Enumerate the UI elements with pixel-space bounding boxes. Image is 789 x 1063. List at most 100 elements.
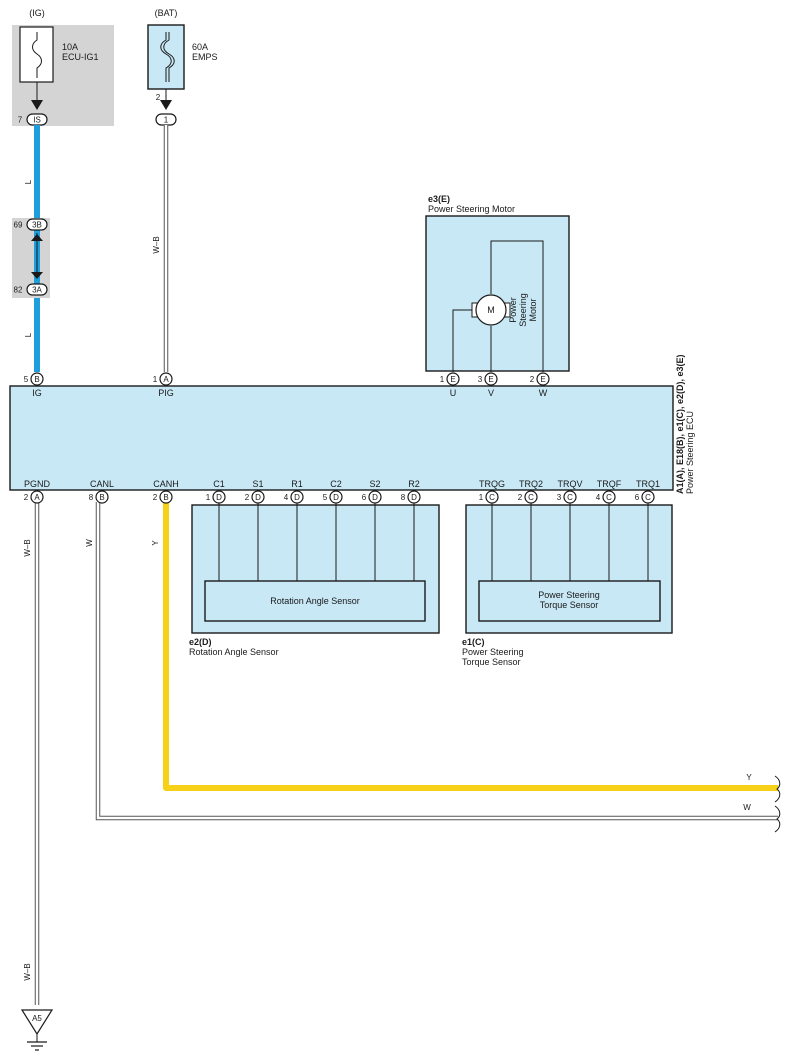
- bat-fuse-icon: [160, 32, 172, 82]
- pin-code: D: [411, 493, 417, 502]
- pin-terminal: [251, 490, 265, 504]
- power-steering-ecu: A1(A), E18(B), e1(C), e2(D), e3(E) Power…: [9, 354, 695, 494]
- pin-name: TRQG: [479, 479, 505, 489]
- pin-motor-w: E2W: [530, 372, 550, 398]
- pin-terminal: [30, 372, 44, 386]
- pin-name: CANH: [153, 479, 179, 489]
- rotation-sensor-connector-id: e2(D): [189, 637, 212, 647]
- pin-number: 6: [362, 493, 367, 502]
- bat-fuse-name: EMPS: [192, 52, 218, 62]
- pin-terminal: [95, 490, 109, 504]
- motor-name: Power Steering Motor: [428, 204, 515, 214]
- pin-motor-u: E1U: [440, 372, 460, 398]
- canh-wire-color: Y: [151, 540, 160, 546]
- motor-inner-label-3: Motor: [528, 298, 538, 321]
- torque-sensor-name-1: Power Steering: [462, 647, 524, 657]
- bus-y-label: Y: [746, 773, 752, 782]
- pin-terminal: [446, 372, 460, 386]
- pin-number: 4: [284, 493, 289, 502]
- pgnd-wire-color: W–B: [23, 539, 32, 556]
- pin-code: C: [528, 493, 534, 502]
- junction-lower-terminal: [26, 283, 48, 296]
- torque-sensor-inner-label-1: Power Steering: [538, 590, 600, 600]
- pin-number: 2: [24, 493, 29, 502]
- junction-lower-code: 3A: [32, 286, 42, 295]
- pin-name: C2: [330, 479, 342, 489]
- junction-lower-pin: 82: [14, 286, 23, 295]
- pin-code: D: [294, 493, 300, 502]
- ecu-box: [9, 385, 674, 491]
- pin-code: D: [333, 493, 339, 502]
- torque-sensor: Power Steering Torque Sensor e1(C) Power…: [462, 504, 673, 667]
- ground-triangle: [20, 1009, 54, 1036]
- pin-code: D: [255, 493, 261, 502]
- pin-name: W: [539, 388, 548, 398]
- pin-terminal: [290, 490, 304, 504]
- pin-name: TRQ1: [636, 479, 660, 489]
- junction-upper-pin: 69: [14, 221, 23, 230]
- pin-code: B: [34, 375, 39, 384]
- junction-upper-code: 3B: [32, 221, 42, 230]
- junction-connector: 3B 69 3A 82: [12, 218, 50, 298]
- pin-name: TRQF: [597, 479, 622, 489]
- pin-number: 3: [478, 375, 483, 384]
- rotation-sensor-element: [204, 580, 426, 622]
- motor-symbol: M: [487, 305, 495, 315]
- pin-name: U: [450, 388, 457, 398]
- pin-name: IG: [32, 388, 42, 398]
- power-steering-motor: e3(E) Power Steering Motor M Power Steer…: [425, 194, 570, 372]
- pin-terminal: [484, 372, 498, 386]
- pin-code: A: [34, 493, 40, 502]
- bat-connector-code: 1: [164, 116, 169, 125]
- ig-source-label: (IG): [29, 8, 45, 18]
- pin-code: B: [163, 493, 168, 502]
- rotation-angle-sensor: Rotation Angle Sensor e2(D) Rotation Ang…: [189, 504, 440, 657]
- pin-number: 4: [596, 493, 601, 502]
- pin-name: C1: [213, 479, 225, 489]
- pin-code: E: [540, 375, 545, 384]
- pin-name: V: [488, 388, 494, 398]
- ground-point: A5: [20, 1009, 54, 1051]
- ecu-name: Power Steering ECU: [685, 411, 695, 494]
- wire-break-icon: [774, 805, 781, 833]
- torque-sensor-inner-label-2: Torque Sensor: [540, 600, 599, 610]
- ig-wire-color-lower: L: [24, 332, 33, 337]
- pin-code: C: [606, 493, 612, 502]
- connector-arrow-icon: [160, 100, 172, 110]
- pin-code: D: [216, 493, 222, 502]
- pin-name: S1: [252, 479, 263, 489]
- pin-name: S2: [369, 479, 380, 489]
- motor-inner-label-1: Power: [508, 297, 518, 323]
- ecu-connectors-label: A1(A), E18(B), e1(C), e2(D), e3(E): [675, 354, 685, 494]
- pin-number: 3: [557, 493, 562, 502]
- bat-fuse-block: (BAT) 60A EMPS 2 1: [147, 8, 218, 126]
- rotation-sensor-name: Rotation Angle Sensor: [189, 647, 279, 657]
- pin-name: CANL: [90, 479, 114, 489]
- torque-sensor-name-2: Torque Sensor: [462, 657, 521, 667]
- ig-fuse-rating: 10A: [62, 42, 78, 52]
- pin-number: 1: [479, 493, 484, 502]
- canh-yellow-wire: [163, 502, 778, 791]
- ground-label: A5: [32, 1014, 42, 1023]
- motor-inner-label-2: Steering: [518, 293, 528, 327]
- pin-code: E: [450, 375, 455, 384]
- canl-wire-color: W: [85, 539, 94, 547]
- bat-fuse-pin: 2: [156, 93, 161, 102]
- pin-name: PGND: [24, 479, 51, 489]
- pin-terminal: [30, 490, 44, 504]
- ig-fuse-name: ECU-IG1: [62, 52, 99, 62]
- arrow-up-icon: [31, 234, 43, 241]
- pin-code: C: [489, 493, 495, 502]
